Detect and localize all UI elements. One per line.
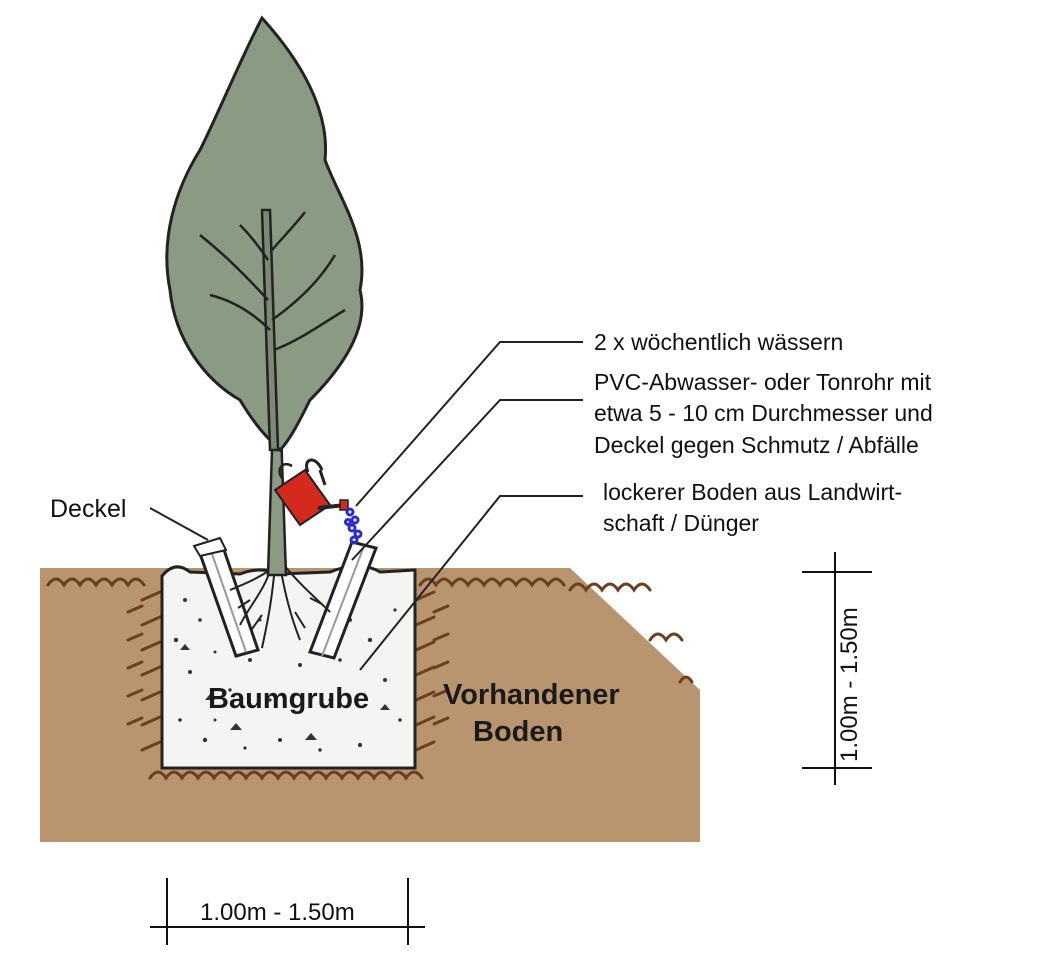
lid-label: Deckel [50, 495, 126, 523]
right-pipe [307, 540, 379, 660]
existing-soil-label-line1: Vorhandener [443, 679, 620, 711]
existing-soil-label-line2: Boden [473, 716, 563, 748]
watering-can-icon [273, 458, 349, 527]
pipe-lid [192, 536, 228, 558]
leader-lines [149, 341, 583, 671]
left-pipe [192, 536, 260, 658]
pit-label: Baumgrube [208, 683, 369, 715]
depth-dimension-label: 1.00m - 1.50m [836, 607, 863, 762]
tree-pit [160, 564, 417, 770]
annotation-watering: 2 x wöchentlich wässern [594, 329, 843, 355]
annotation-soil-line2: schaft / Dünger [603, 510, 759, 536]
annotation-pipe-line2: etwa 5 - 10 cm Durchmesser und [594, 400, 933, 426]
annotation-soil-line1: lockerer Boden aus Landwirt- [603, 479, 902, 505]
soil-particles [173, 598, 402, 752]
width-dimension-label: 1.00m - 1.50m [200, 899, 355, 926]
water-drops [344, 507, 363, 545]
depth-dimension [802, 552, 872, 785]
soil-hatching [46, 577, 694, 781]
tree-branches [199, 208, 346, 452]
width-dimension [150, 878, 425, 945]
annotation-pipe-line1: PVC-Abwasser- oder Tonrohr mit [594, 369, 932, 395]
annotation-pipe-line3: Deckel gegen Schmutz / Abfälle [594, 432, 919, 458]
